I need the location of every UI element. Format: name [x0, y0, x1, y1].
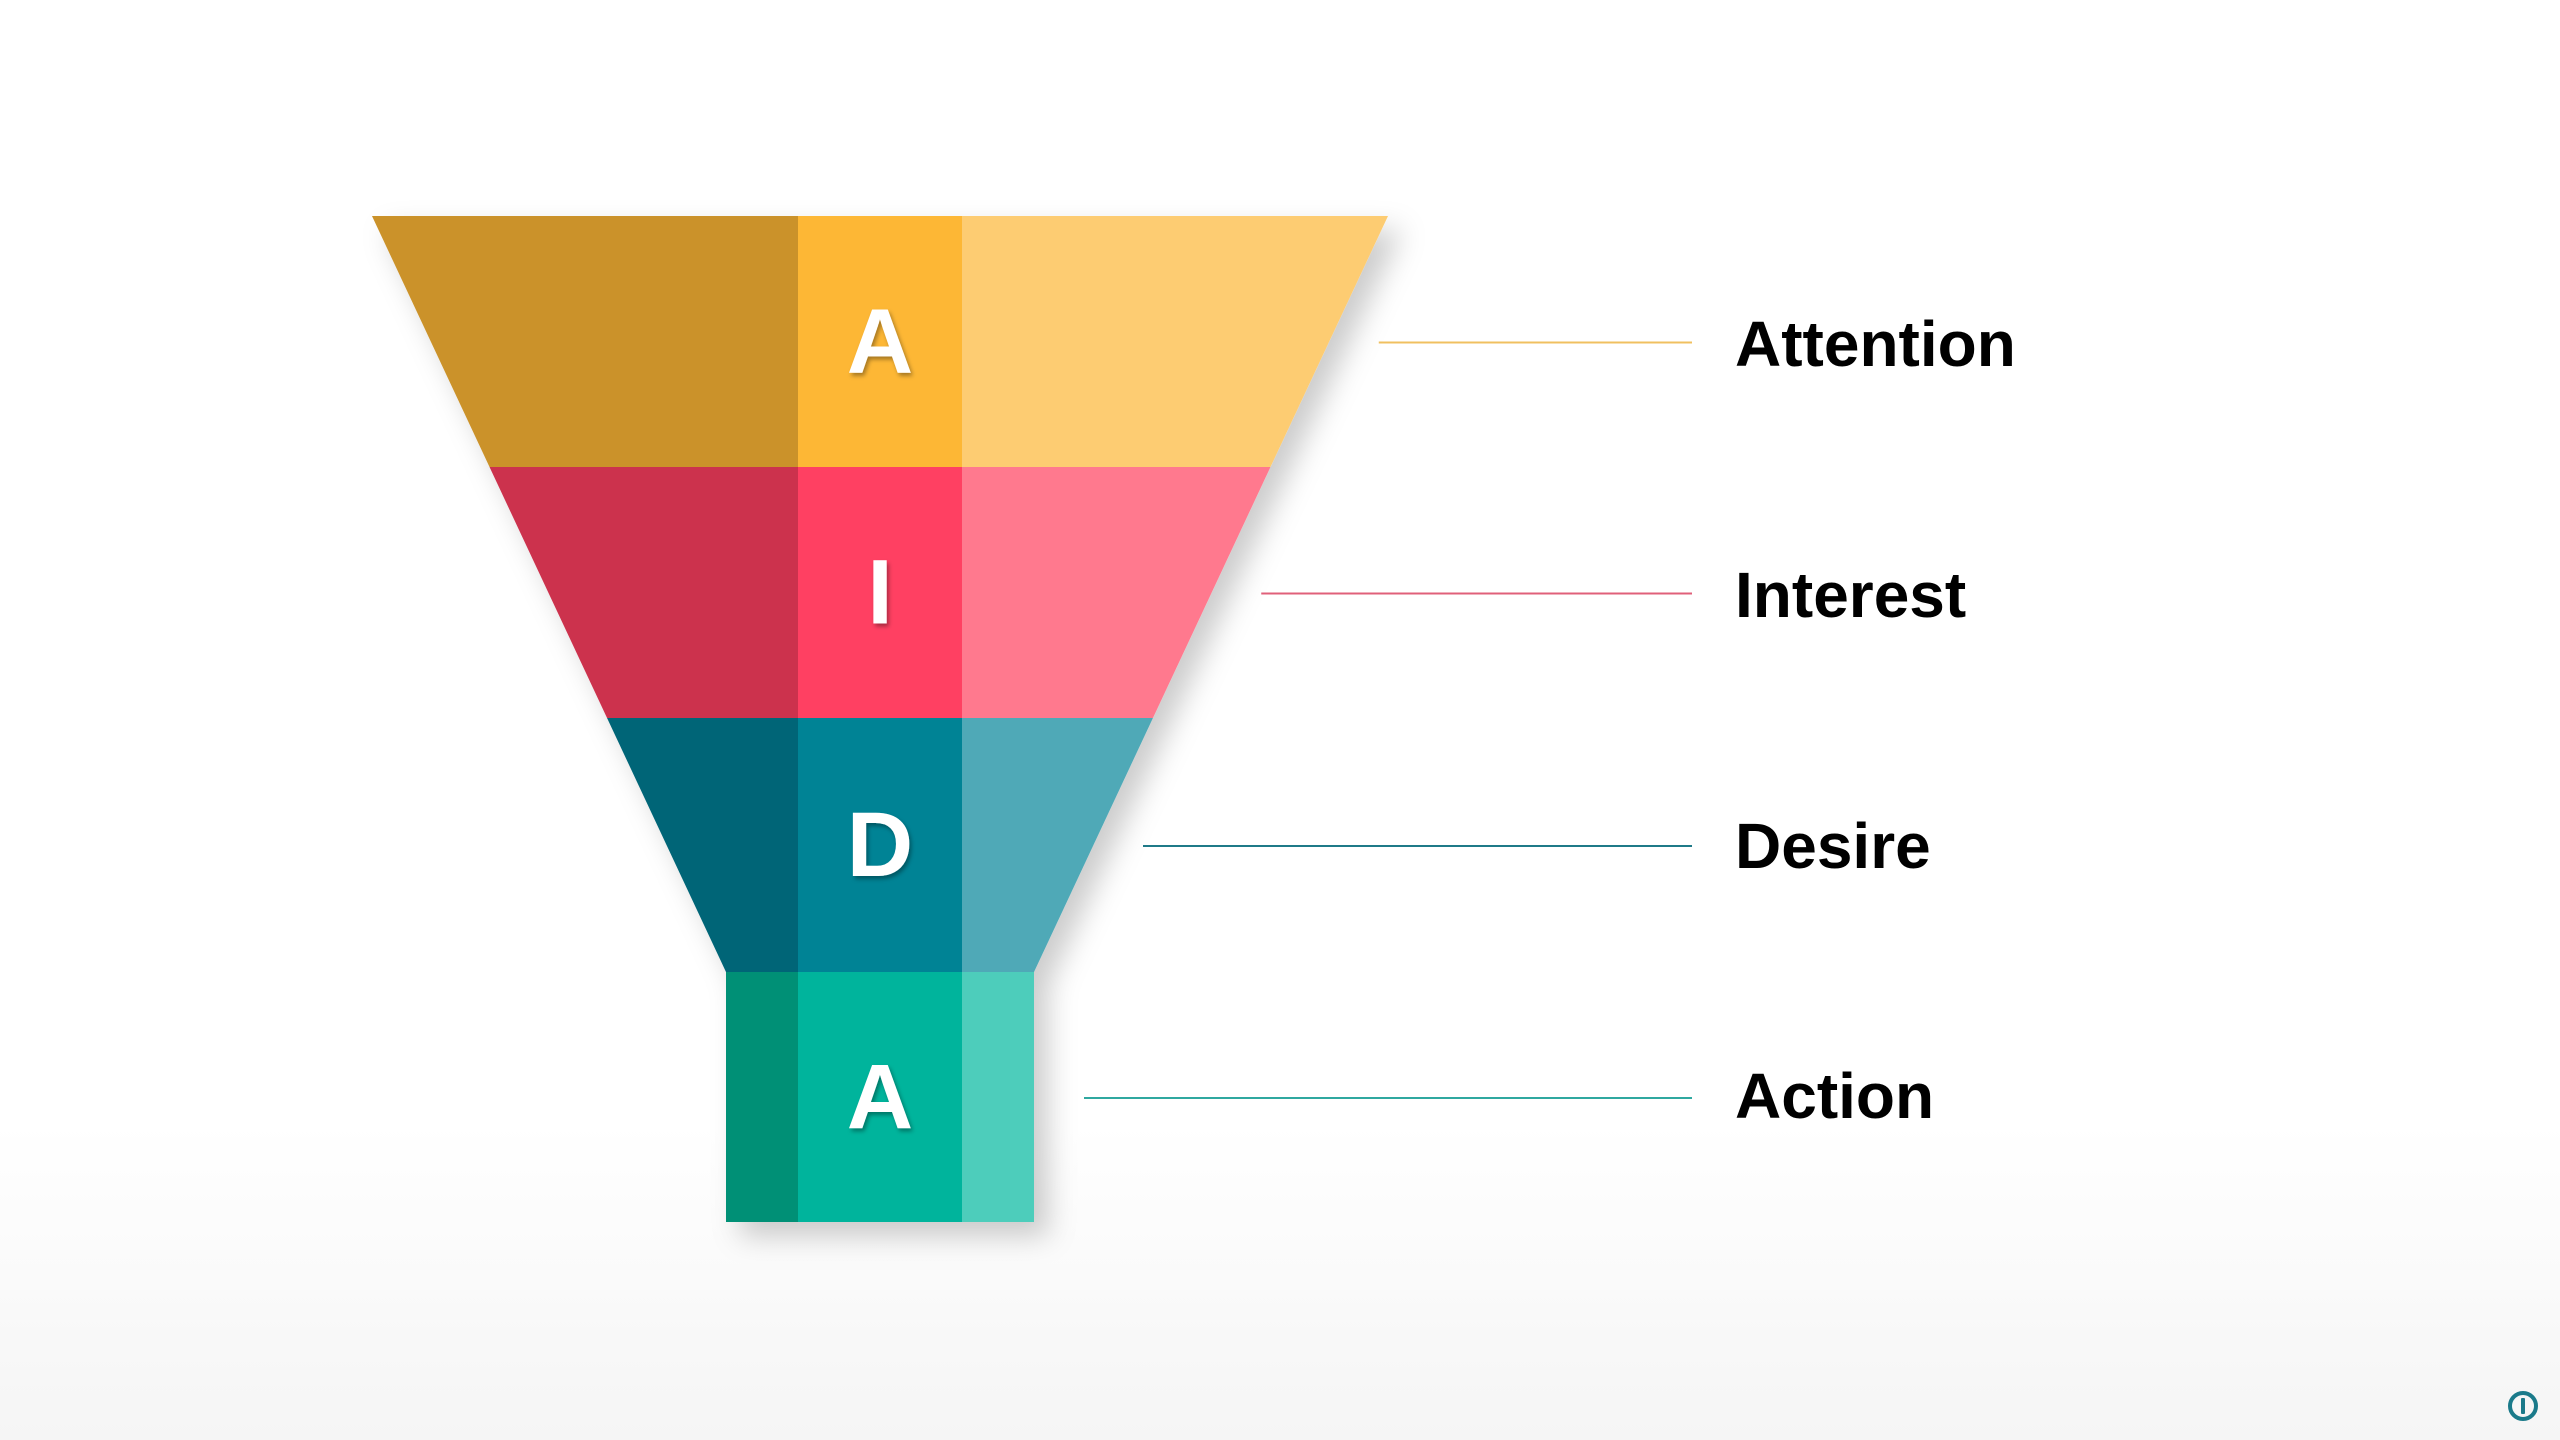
stage-center-segment [798, 467, 962, 718]
stage-letter-desire: D [847, 794, 913, 896]
stage-right-segment [962, 216, 1388, 467]
stage-center-segment [798, 216, 962, 467]
funnel-stage-action [726, 972, 1034, 1222]
stage-left-segment [726, 972, 798, 1222]
stage-label-interest: Interest [1735, 559, 1967, 631]
stage-letter-attention: A [847, 291, 913, 393]
stage-left-segment [489, 467, 798, 718]
stage-center-segment [798, 972, 962, 1222]
stage-label-action: Action [1735, 1060, 1935, 1132]
stage-label-attention: Attention [1735, 308, 2016, 380]
stage-label-desire: Desire [1735, 810, 1931, 882]
funnel-stage-interest [489, 467, 1271, 718]
funnel [372, 216, 1388, 1222]
funnel-stage-desire [607, 718, 1153, 972]
stage-right-segment [962, 972, 1034, 1222]
stage-letter-action: A [847, 1046, 913, 1148]
connector-lines [1084, 341, 1692, 1099]
funnel-stage-attention [372, 216, 1388, 467]
stage-center-segment [798, 718, 962, 972]
stage-right-segment [962, 718, 1153, 972]
stage-right-segment [962, 467, 1271, 718]
stage-left-segment [607, 718, 798, 972]
stage-left-segment [372, 216, 798, 467]
funnel-letters: A I D A [847, 291, 913, 1149]
brand-logo-icon [2508, 1391, 2538, 1421]
stage-letter-interest: I [867, 542, 893, 644]
